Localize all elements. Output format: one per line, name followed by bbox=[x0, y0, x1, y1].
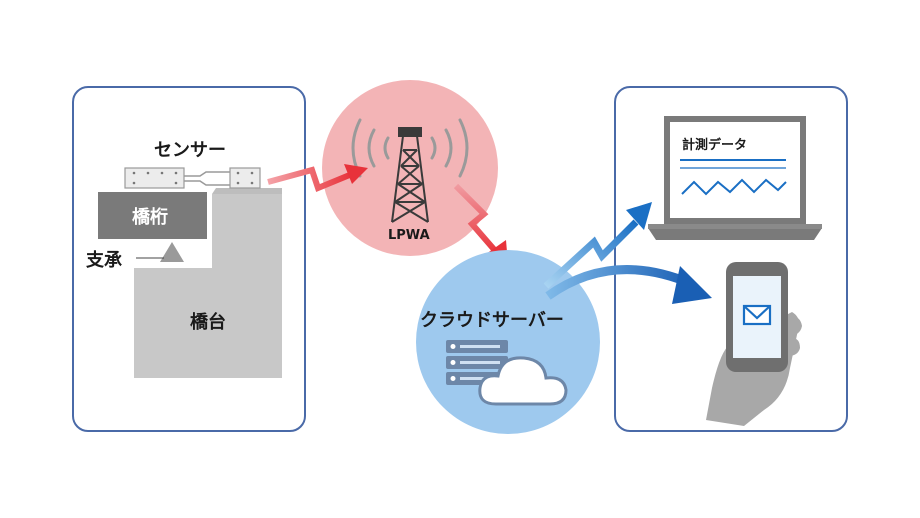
server-icon bbox=[446, 340, 508, 385]
blue-arrowhead-1 bbox=[626, 202, 652, 230]
girder-label: 橋桁 bbox=[132, 207, 168, 228]
sensor-device bbox=[124, 167, 261, 189]
abutment bbox=[134, 188, 282, 378]
girder bbox=[98, 192, 207, 239]
blue-arrowhead-2 bbox=[672, 266, 712, 304]
radio-waves bbox=[351, 118, 469, 178]
bearing bbox=[160, 242, 184, 262]
blue-arrow-cloud-to-laptop bbox=[543, 219, 639, 289]
red-arrow-lpwa-to-cloud bbox=[453, 183, 501, 256]
lpwa-circle bbox=[322, 80, 498, 256]
abutment-label: 橋台 bbox=[190, 312, 226, 333]
cloud-server-label: クラウドサーバー bbox=[420, 310, 564, 331]
red-arrowhead-1 bbox=[344, 164, 368, 184]
red-arrow-sensor-to-lpwa bbox=[267, 166, 354, 192]
laptop-title: 計測データ bbox=[682, 138, 748, 153]
lpwa-label: LPWA bbox=[388, 228, 430, 243]
cloud-icon bbox=[478, 356, 568, 406]
laptop-icon bbox=[648, 116, 822, 240]
bearing-label: 支承 bbox=[86, 250, 122, 271]
sensor-label: センサー bbox=[154, 140, 226, 161]
radio-tower-icon bbox=[391, 127, 429, 223]
smartphone-icon bbox=[706, 262, 802, 426]
blue-arrow-cloud-to-phone bbox=[545, 265, 694, 300]
